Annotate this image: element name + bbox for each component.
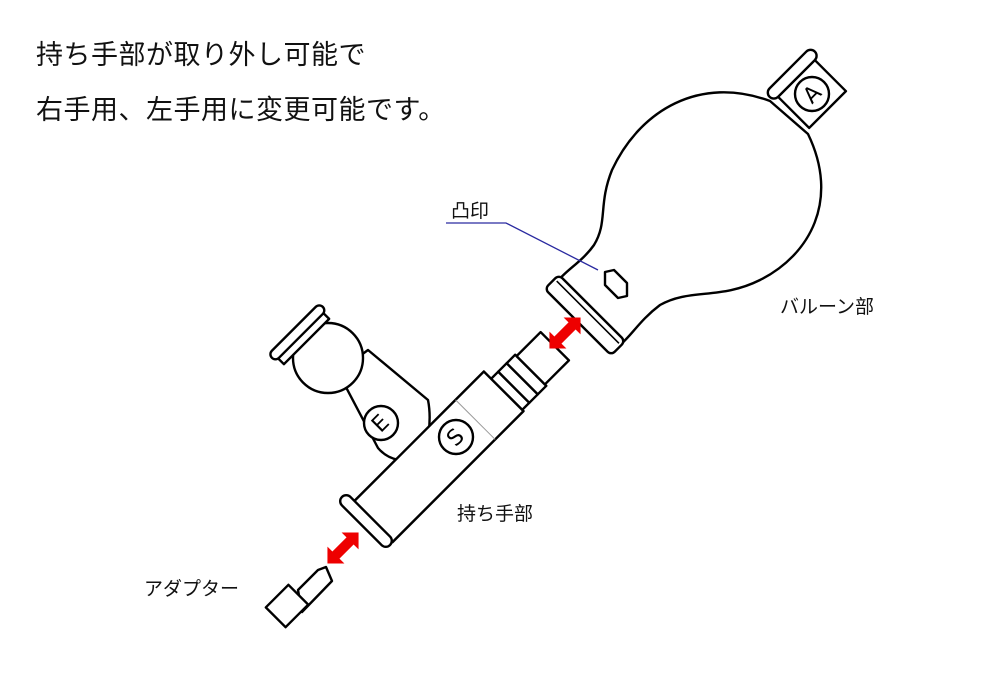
adapter bbox=[264, 565, 334, 629]
headline-line-2: 右手用、左手用に変更可能です。 bbox=[36, 95, 446, 126]
emboss-mark-icon bbox=[603, 268, 629, 300]
ribbed-nozzle bbox=[487, 330, 571, 414]
balloon-part-label: バルーン部 bbox=[780, 296, 875, 318]
handle-part-label: 持ち手部 bbox=[457, 503, 534, 525]
handle-end-flange bbox=[339, 494, 393, 548]
e-valve-arm: E bbox=[269, 304, 431, 462]
balloon-part: A bbox=[545, 48, 848, 355]
e-valve-circle bbox=[362, 404, 400, 442]
a-valve-circle bbox=[793, 75, 831, 113]
handle-part: E S bbox=[269, 304, 571, 548]
emboss-mark-label: 凸印 bbox=[451, 200, 490, 222]
s-valve-circle bbox=[437, 418, 475, 456]
a-valve: A bbox=[766, 48, 848, 130]
headline-line-1: 持ち手部が取り外し可能で bbox=[36, 40, 366, 71]
adapter-label: アダプター bbox=[144, 578, 240, 600]
emboss-leader-line bbox=[446, 222, 599, 271]
arrow-handle-adapter-icon bbox=[327, 532, 359, 564]
arrow-balloon-handle-icon bbox=[549, 317, 581, 349]
e-valve-bulb bbox=[291, 321, 365, 395]
